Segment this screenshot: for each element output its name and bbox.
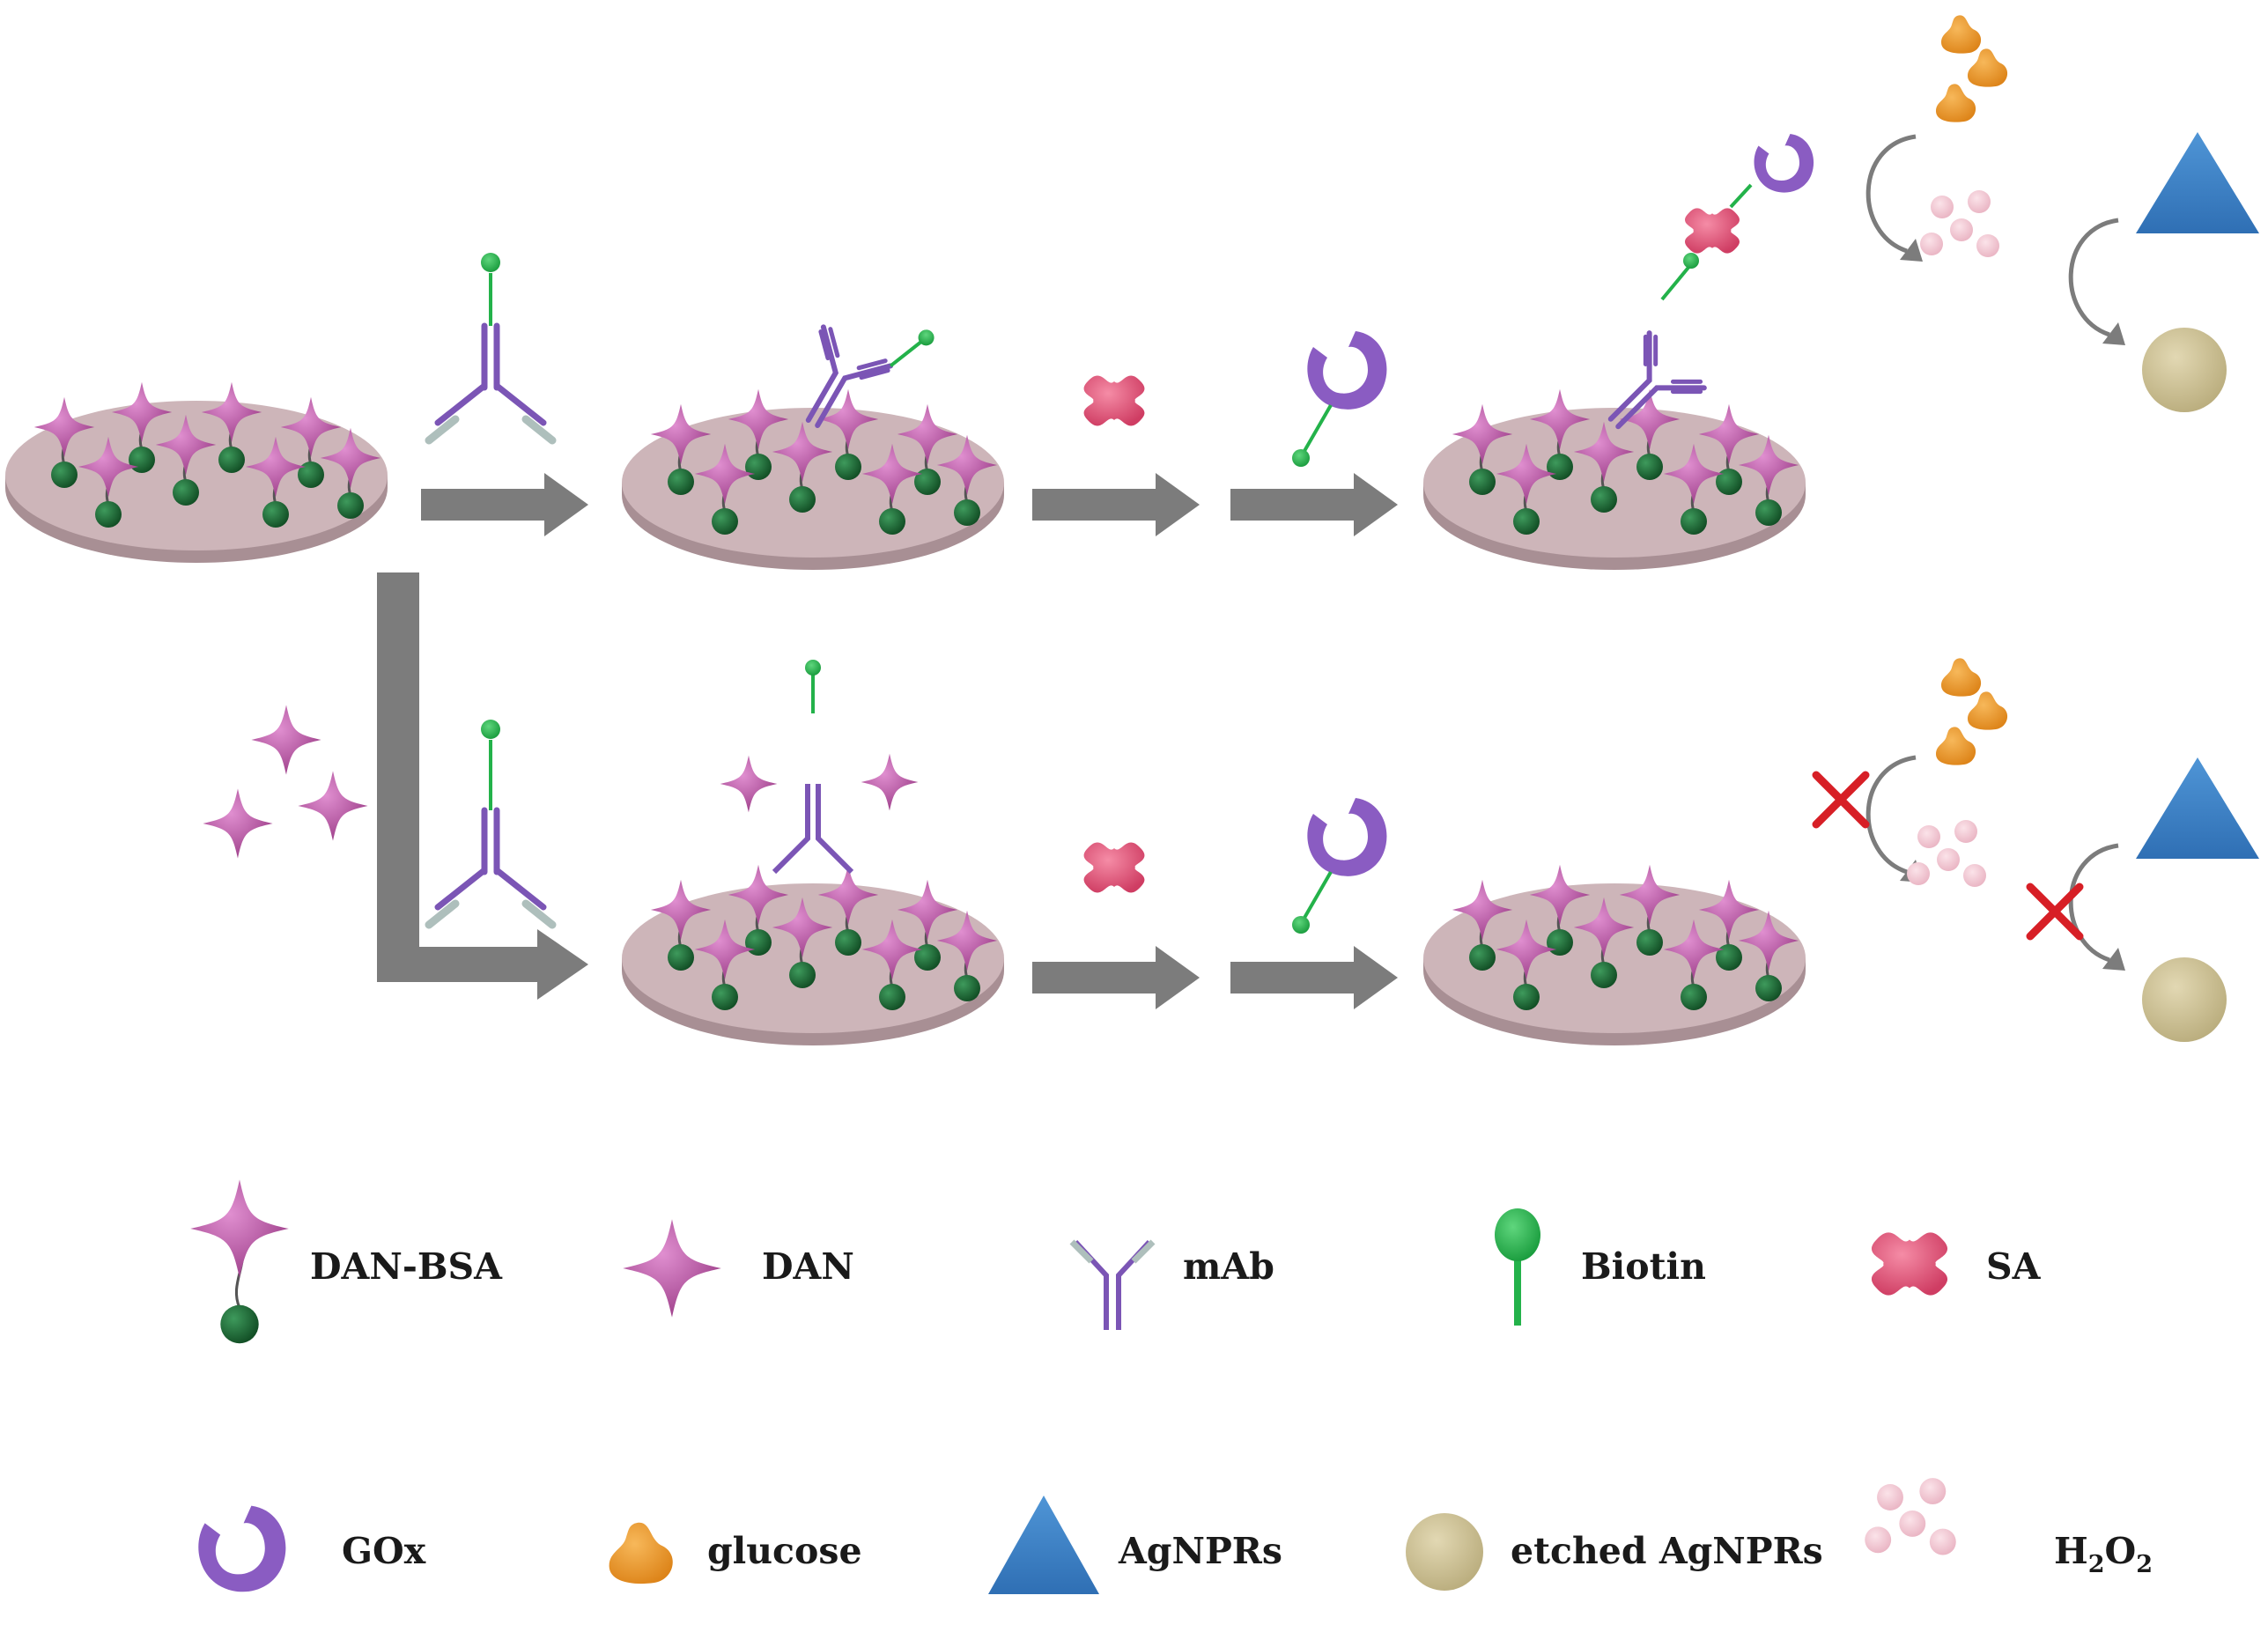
bound-mab-top bbox=[779, 284, 935, 454]
arrow-2-bottom bbox=[1032, 946, 1200, 1009]
bound-complex-top bbox=[1587, 134, 1814, 450]
arrow-1-top bbox=[421, 473, 588, 536]
plate-free-dan-bottom bbox=[622, 865, 1004, 1045]
reaction-cascade-bottom bbox=[1812, 658, 2259, 1042]
plate-no-complex-bottom bbox=[1423, 865, 1806, 1045]
legend-dan-bsa-label: DAN-BSA bbox=[310, 1245, 503, 1288]
legend-h2o2-label: H2O2 bbox=[2054, 1530, 2153, 1578]
legend-sa-label: SA bbox=[1986, 1245, 2042, 1288]
legend-glucose-icon bbox=[609, 1522, 673, 1584]
legend-biotin-icon bbox=[1495, 1208, 1540, 1326]
arrow-3-top bbox=[1230, 473, 1398, 536]
reaction-cascade-top bbox=[1868, 15, 2259, 412]
gox-biotin-reagent-top bbox=[1292, 331, 1387, 467]
blocked-cross-1 bbox=[1812, 771, 1870, 829]
antibody-biotin-reagent-bottom bbox=[429, 720, 552, 925]
legend-dan-icon bbox=[623, 1219, 721, 1318]
free-dan-group bbox=[203, 705, 368, 859]
legend-etched-agnprs-icon bbox=[1406, 1513, 1483, 1591]
legend-mab-label: mAb bbox=[1183, 1245, 1274, 1288]
legend-agnprs-icon bbox=[988, 1496, 1099, 1594]
arrow-2-top bbox=[1032, 473, 1200, 536]
mab-captured-dan-bottom bbox=[720, 660, 919, 875]
legend-agnprs-label: AgNPRs bbox=[1118, 1530, 1282, 1572]
sa-reagent-bottom bbox=[1083, 842, 1145, 893]
sa-reagent-top bbox=[1083, 375, 1145, 426]
antibody-biotin-reagent-top bbox=[429, 253, 552, 440]
plate-dan-bsa-top bbox=[5, 382, 388, 563]
legend-gox-icon bbox=[198, 1505, 286, 1592]
legend-etched-agnprs-label: etched AgNPRs bbox=[1511, 1530, 1823, 1572]
legend-dan-bsa-icon bbox=[190, 1179, 289, 1344]
legend-gox-label: GOx bbox=[342, 1530, 426, 1572]
legend: DAN-BSA DAN mAb Biotin SA GOx glucose A bbox=[190, 1179, 2153, 1594]
legend-dan-label: DAN bbox=[762, 1245, 854, 1288]
legend-mab-icon bbox=[1069, 1239, 1156, 1330]
connector-arrow-down bbox=[377, 572, 588, 1000]
arrow-3-bottom bbox=[1230, 946, 1398, 1009]
gox-biotin-reagent-bottom bbox=[1292, 798, 1387, 934]
legend-sa-icon bbox=[1871, 1232, 1948, 1296]
legend-glucose-label: glucose bbox=[707, 1530, 862, 1572]
legend-biotin-label: Biotin bbox=[1581, 1245, 1706, 1288]
blocked-cross-2 bbox=[2026, 883, 2084, 941]
legend-h2o2-icon bbox=[1865, 1478, 1956, 1555]
